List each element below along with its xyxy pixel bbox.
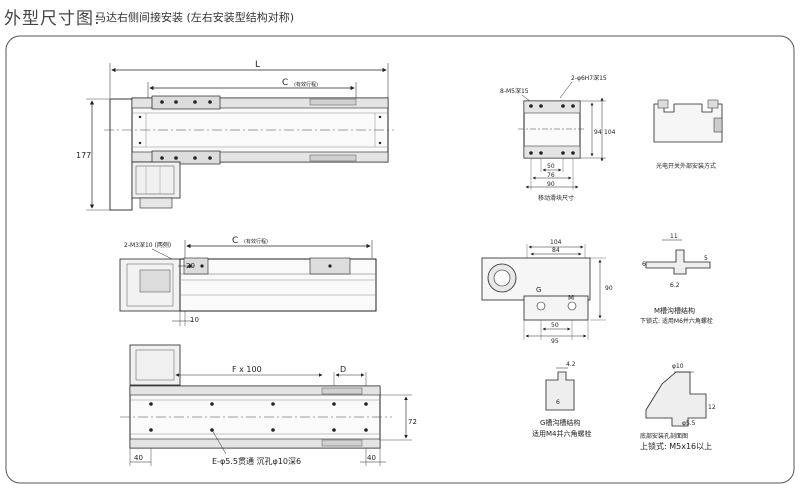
dim-C-label: C bbox=[282, 78, 288, 88]
mount-dim-12: 12 bbox=[708, 404, 716, 411]
dim-L-label: L bbox=[255, 60, 260, 70]
mount-caption-1: 底部安装孔剖面图 bbox=[640, 432, 688, 440]
slider-caption: 移动滑块尺寸 bbox=[538, 194, 574, 202]
side-dim-C-label: C bbox=[232, 236, 238, 246]
sensor-view: 光电开关外部安装方式 bbox=[653, 99, 723, 170]
end-dim-104: 104 bbox=[550, 239, 562, 246]
mount-caption-2: 上锁式: M5x16以上 bbox=[640, 441, 712, 451]
end-dim-90: 90 bbox=[605, 285, 613, 292]
side-dim-20-label: 20 bbox=[186, 262, 195, 270]
g-slot-dim-6: 6 bbox=[556, 399, 560, 406]
side-dim-10-label: 10 bbox=[190, 316, 199, 324]
m-slot-dim-6: 6 bbox=[642, 261, 646, 268]
g-slot-view: 4.2 6 G槽沟槽结构 适用M4并六角螺栓 bbox=[532, 361, 592, 438]
drawing-frame bbox=[5, 35, 795, 484]
end-dim-84: 84 bbox=[552, 247, 560, 254]
g-slot-caption-1: G槽沟槽结构 bbox=[540, 418, 580, 427]
bottom-mount-view: φ10 12 φ5.5 底部安装孔剖面图 上锁式: M5x16以上 bbox=[640, 363, 716, 451]
bottom-dim-40-left-label: 40 bbox=[134, 454, 143, 462]
slider-8m5-label: 8-M5深15 bbox=[500, 87, 529, 95]
side-dim-C-note: (有效行程) bbox=[244, 238, 268, 245]
sensor-caption: 光电开关外部安装方式 bbox=[656, 162, 716, 170]
end-label-M: M bbox=[568, 294, 574, 302]
slider-dim-76: 76 bbox=[547, 172, 555, 179]
end-dim-50: 50 bbox=[551, 322, 559, 329]
m-slot-dim-11: 11 bbox=[670, 233, 678, 240]
slider-dim-104: 104 bbox=[604, 129, 616, 136]
slider-pin-label: 2-φ6H7深15 bbox=[571, 74, 607, 82]
top-view: L C (有效行程) bbox=[76, 60, 394, 211]
mount-dim-10: φ10 bbox=[672, 363, 684, 370]
bottom-dim-40-right-label: 40 bbox=[367, 454, 376, 462]
dim-177-label: 177 bbox=[76, 151, 91, 160]
slider-dim-94: 94 bbox=[594, 129, 602, 136]
end-label-G: G bbox=[536, 286, 541, 294]
page-title: 外型尺寸图: bbox=[4, 9, 101, 29]
m-slot-caption-2: 下锁式: 适用M6并六角螺栓 bbox=[640, 317, 713, 325]
m-slot-view: 11 6 5 6.2 M槽沟槽结构 下锁式: 适用M6并六角螺栓 bbox=[640, 233, 713, 325]
dim-C-note: (有效行程) bbox=[294, 81, 318, 88]
m-slot-caption-1: M槽沟槽结构 bbox=[654, 306, 695, 315]
side-hole-label: 2-M3深10 (两侧) bbox=[124, 241, 171, 249]
side-view: 2-M3深10 (两侧) C (有效行程) 20 10 bbox=[119, 236, 377, 326]
m-slot-dim-5: 5 bbox=[704, 255, 708, 262]
m-slot-dim-62: 6.2 bbox=[670, 282, 680, 289]
end-dim-95: 95 bbox=[551, 338, 559, 345]
page-subtitle: 马达右侧间接安装 (左右安装型结构对称) bbox=[95, 11, 295, 24]
bottom-dim-D-label: D bbox=[340, 365, 346, 374]
mount-dim-55: φ5.5 bbox=[682, 420, 696, 427]
bottom-dim-F-label: F x 100 bbox=[232, 365, 262, 374]
slider-block-view: 8-M5深15 2-φ6H7深15 94 104 50 76 90 移动滑块尺寸 bbox=[500, 74, 616, 202]
slider-dim-90: 90 bbox=[547, 181, 555, 188]
slider-dim-50: 50 bbox=[547, 163, 555, 170]
g-slot-dim-42: 4.2 bbox=[566, 361, 576, 368]
end-view: 104 84 G M 90 50 95 bbox=[481, 239, 613, 345]
bottom-view: F x 100 D 72 40 40 E-φ5.5贯通 沉孔φ10深6 bbox=[120, 344, 417, 466]
bottom-hole-label: E-φ5.5贯通 沉孔φ10深6 bbox=[212, 456, 301, 466]
g-slot-caption-2: 适用M4并六角螺栓 bbox=[532, 429, 592, 438]
bottom-dim-72-label: 72 bbox=[408, 418, 417, 426]
